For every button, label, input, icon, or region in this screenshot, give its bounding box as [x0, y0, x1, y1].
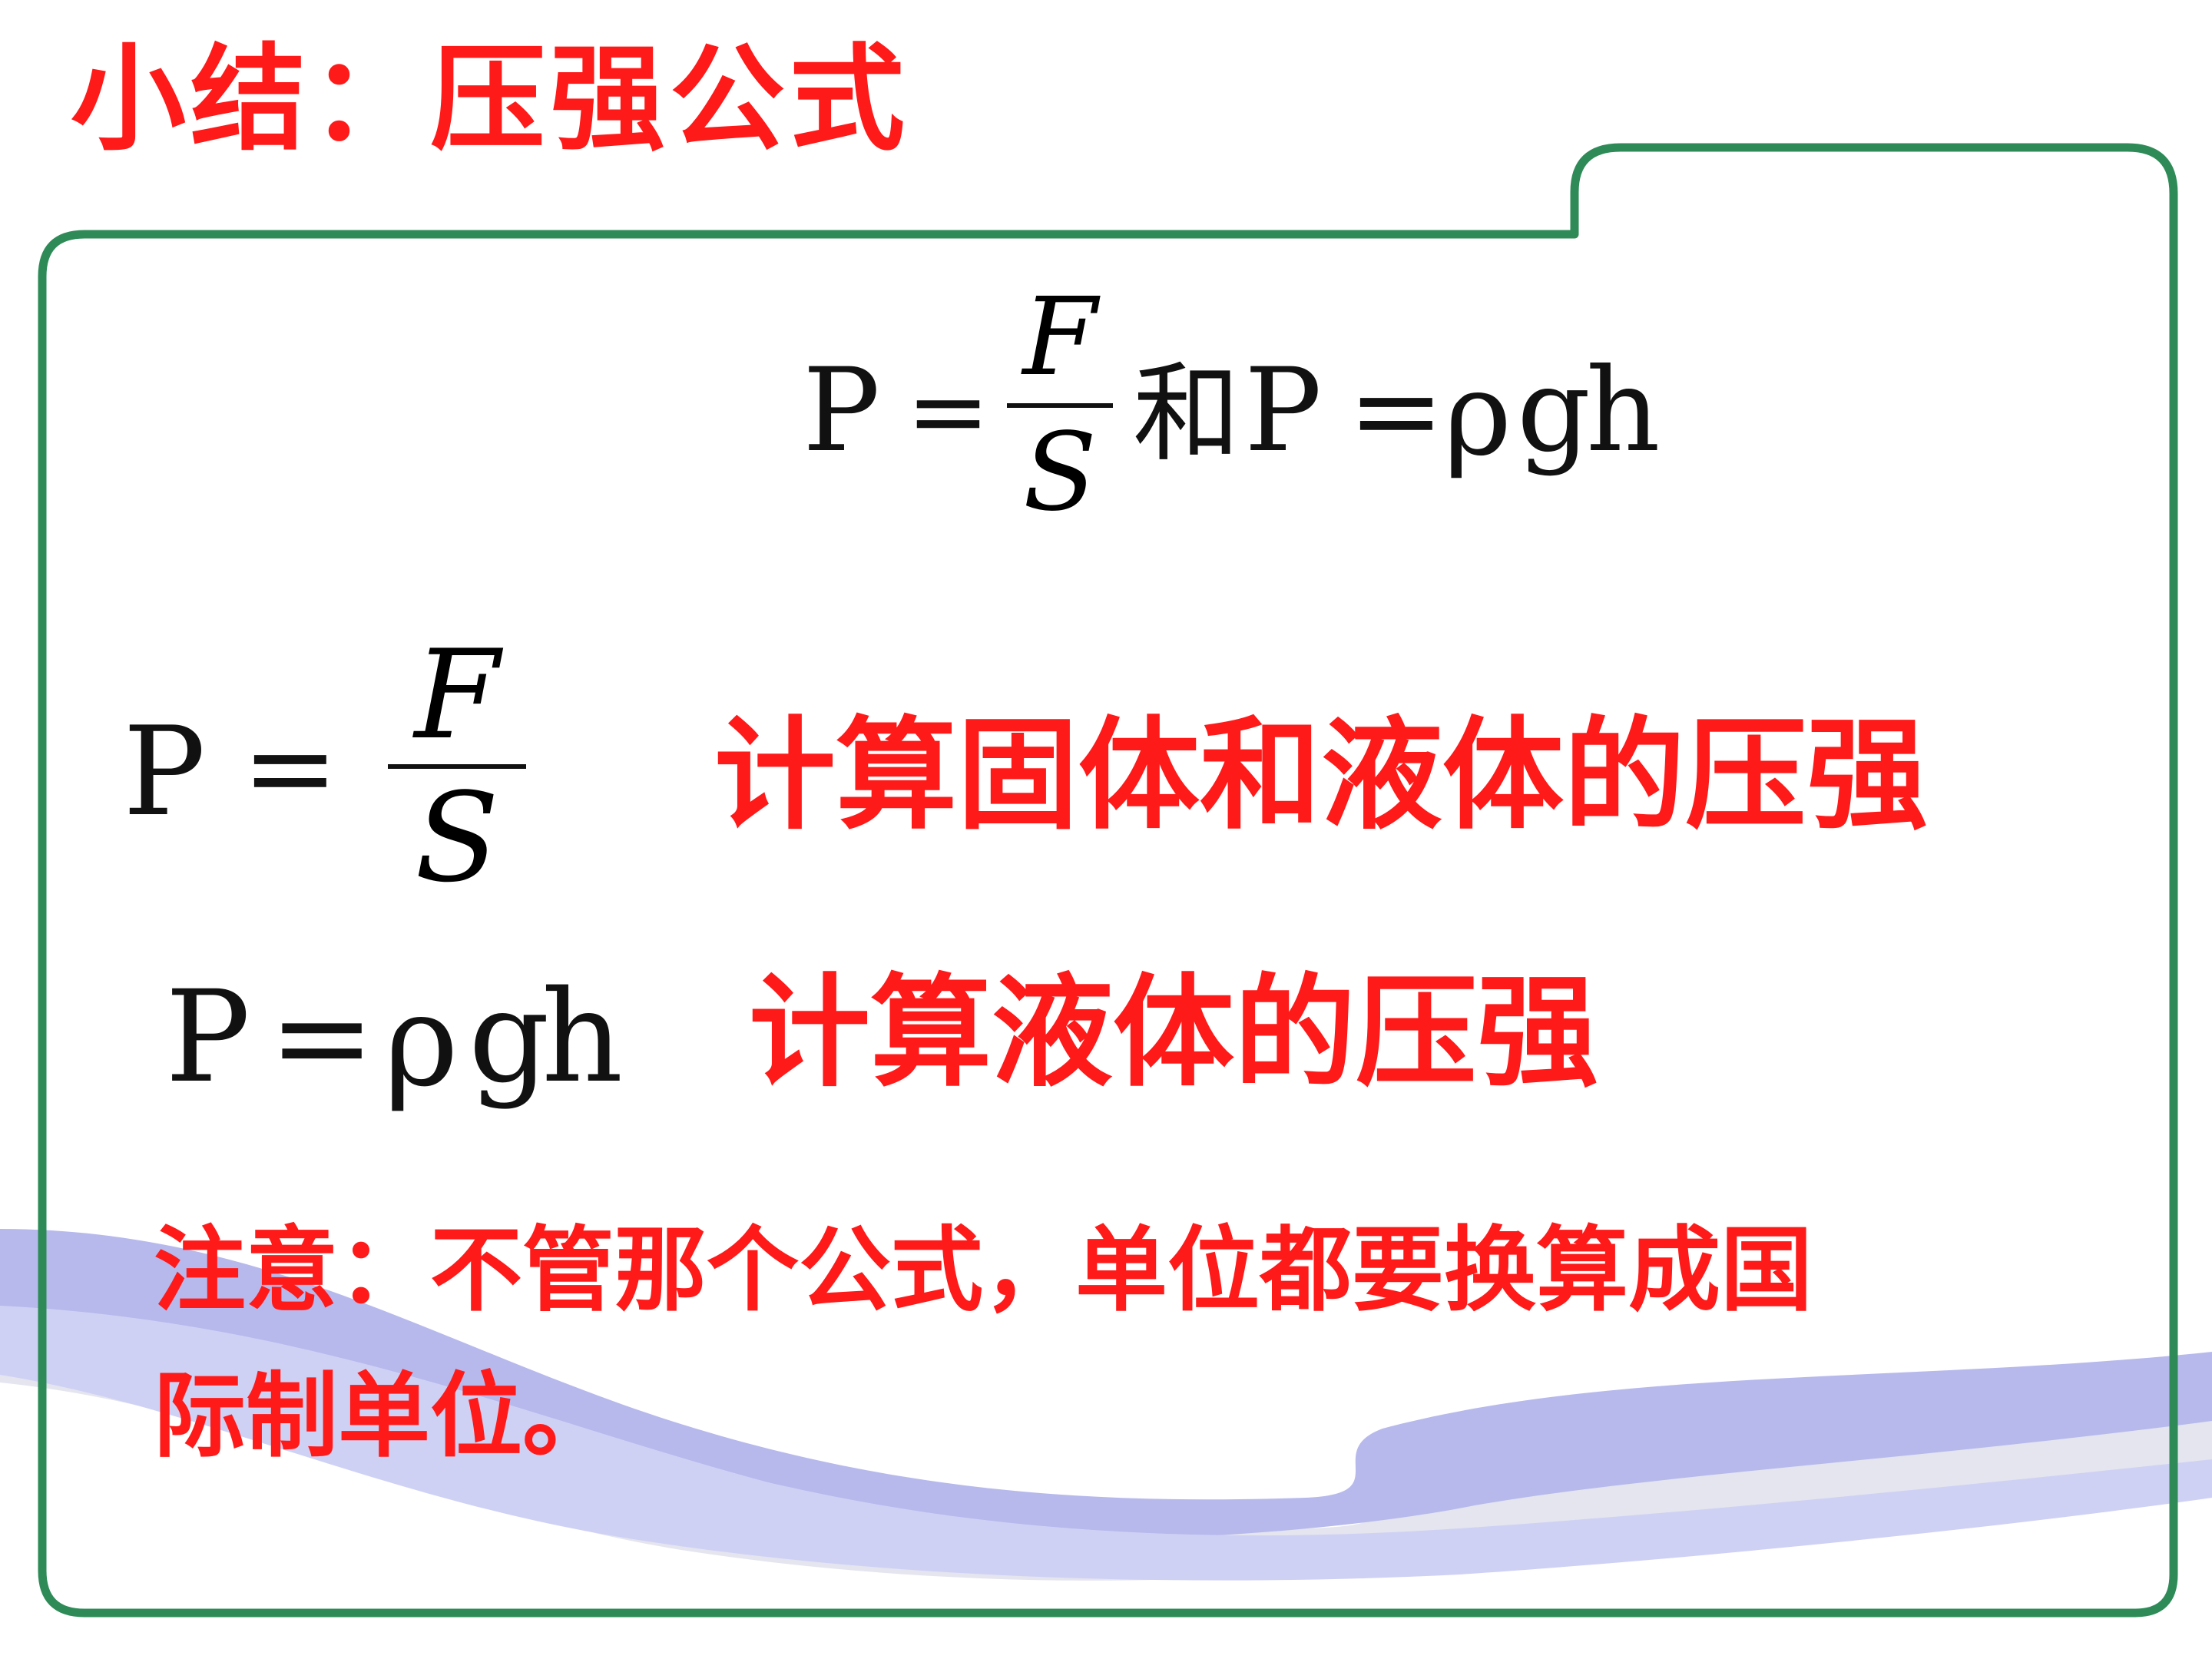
summary-equals2: =	[1348, 344, 1445, 478]
formula1-denominator: S	[415, 766, 499, 909]
formula1-fraction-bar	[388, 764, 526, 769]
summary-h: h	[1586, 344, 1661, 478]
formula1-p: P	[123, 700, 206, 843]
formula2-g: g	[469, 963, 550, 1111]
summary-p: P	[803, 344, 880, 478]
summary-conjunction: 和	[1133, 352, 1241, 477]
content-frame	[38, 143, 2178, 1618]
summary-denominator: S	[1023, 410, 1097, 535]
summary-equals: =	[906, 353, 990, 469]
formula1-equals: =	[242, 701, 339, 835]
page-title: 小结：压强公式	[71, 33, 910, 167]
wave-light	[0, 1306, 2212, 1581]
summary-g: g	[1517, 344, 1591, 478]
formula2-p: P	[165, 963, 251, 1111]
summary-fraction-bar	[1007, 403, 1113, 408]
formula2-rho: ρ	[384, 967, 459, 1114]
formula1-numerator: F	[414, 623, 500, 767]
formula2-description: 计算液体的压强	[749, 962, 1598, 1104]
formula2-equals: =	[269, 963, 376, 1111]
note-line-2: 际制单位。	[154, 1363, 614, 1470]
formula2-h: h	[541, 963, 624, 1111]
summary-p2: P	[1244, 344, 1322, 478]
formula1-description: 计算固体和液体的压强	[714, 705, 1928, 846]
note-line-1: 注意：不管那个公式，单位都要换算成国	[154, 1217, 1813, 1324]
summary-numerator: F	[1022, 275, 1098, 400]
summary-rho: ρ	[1444, 348, 1512, 482]
formula1-fraction: F S	[384, 626, 530, 907]
summary-fraction: F S	[1002, 273, 1118, 538]
